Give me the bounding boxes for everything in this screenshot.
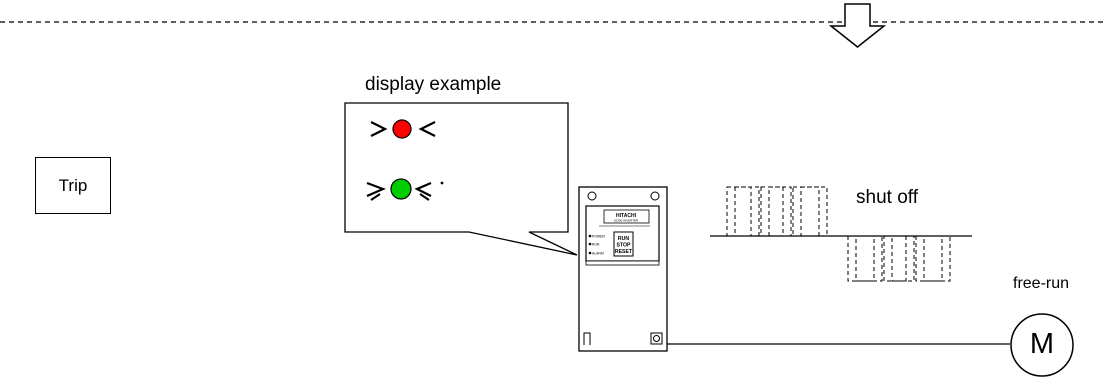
motor-label: M bbox=[1029, 328, 1055, 360]
speech-bubble bbox=[344, 102, 578, 256]
down-arrow-icon bbox=[828, 3, 887, 48]
shut-off-pulses-lower bbox=[847, 235, 951, 282]
key-run: RUN bbox=[618, 236, 629, 242]
shut-off-label: shut off bbox=[856, 187, 918, 208]
indicator-alarm: ALARM bbox=[592, 252, 604, 256]
inverter-model: SJ200 INVERTER bbox=[614, 219, 639, 223]
display-example-label: display example bbox=[365, 74, 502, 95]
trip-box: Trip bbox=[35, 157, 111, 214]
key-reset: RESET bbox=[615, 249, 633, 255]
free-run-label: free-run bbox=[1013, 275, 1070, 292]
inverter-brand: HITACHI bbox=[616, 213, 637, 219]
run-led-indicator bbox=[366, 178, 444, 201]
indicator-power: POWER bbox=[592, 235, 605, 239]
motor-symbol bbox=[1010, 313, 1074, 377]
shut-off-pulses-upper bbox=[726, 186, 828, 237]
trip-led-indicator bbox=[370, 119, 436, 139]
key-stop: STOP bbox=[616, 243, 631, 249]
indicator-run: RUN bbox=[592, 243, 600, 247]
inverter-unit bbox=[578, 186, 668, 352]
trip-label: Trip bbox=[58, 175, 88, 195]
